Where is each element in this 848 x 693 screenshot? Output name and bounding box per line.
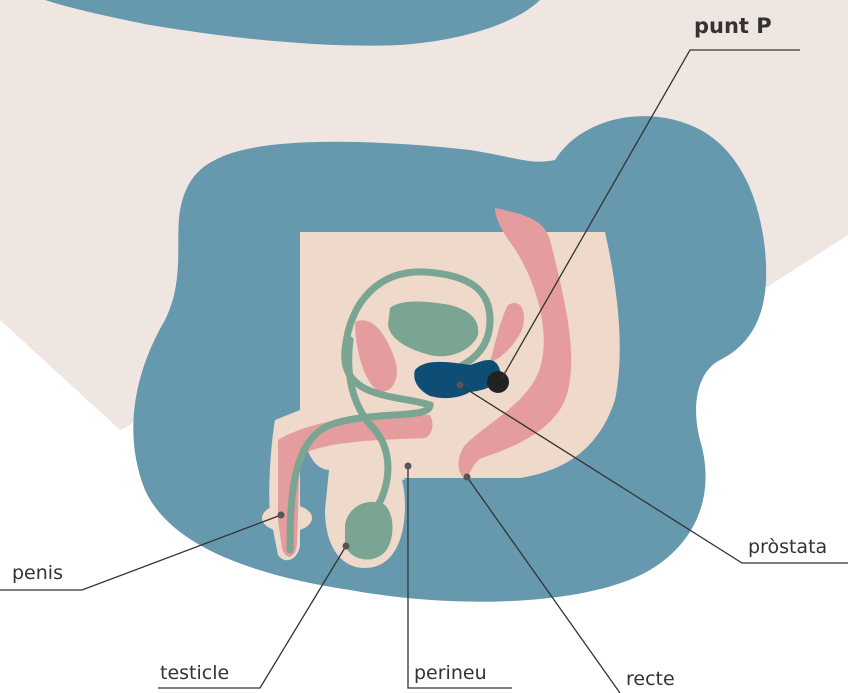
label-recte: recte	[626, 670, 675, 689]
anchor-prostata	[457, 382, 464, 389]
anchor-testicle	[343, 543, 350, 550]
anchor-penis	[278, 512, 285, 519]
label-perineu: perineu	[414, 664, 487, 683]
p-spot-dot	[487, 371, 509, 393]
testicle-shape	[345, 502, 393, 560]
anchor-recte	[464, 474, 471, 481]
anchor-perineu	[405, 463, 412, 470]
label-prostata: pròstata	[748, 538, 827, 557]
label-testicle: testicle	[160, 664, 229, 683]
label-punt-p: punt P	[694, 16, 772, 37]
label-penis: penis	[12, 564, 63, 583]
